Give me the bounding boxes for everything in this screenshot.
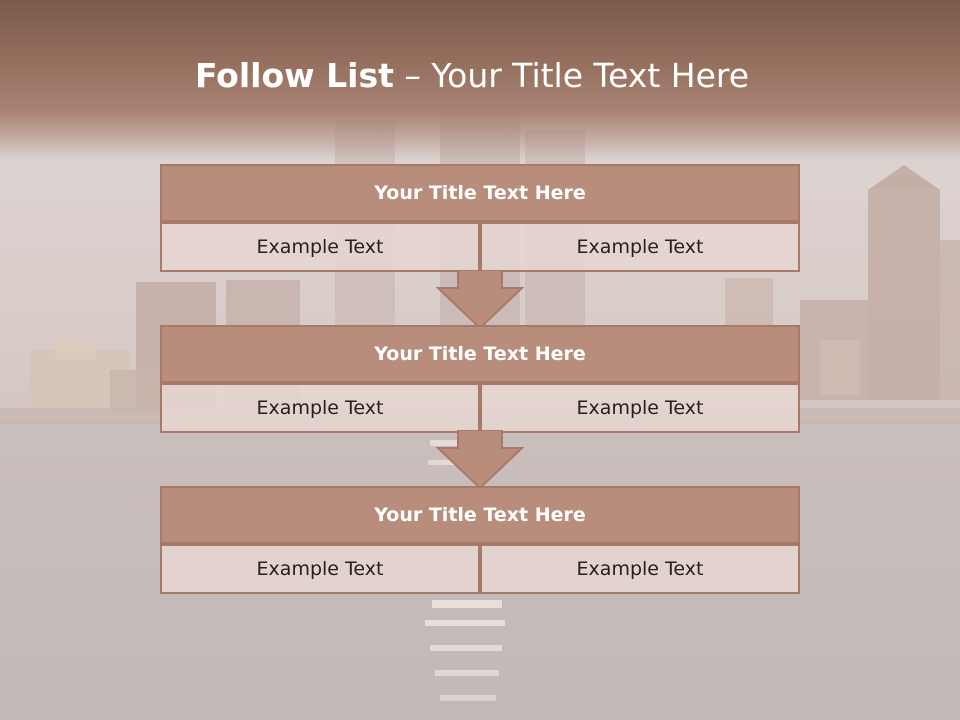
block-cell-right: Example Text	[480, 222, 800, 272]
slide-title-subtitle: Your Title Text Here	[431, 56, 750, 95]
follow-block-1: Your Title Text Here Example Text Exampl…	[160, 164, 800, 272]
block-cell-right: Example Text	[480, 544, 800, 594]
block-cell-left: Example Text	[160, 222, 480, 272]
slide-title: Follow List – Your Title Text Here	[0, 54, 944, 98]
header-band	[0, 0, 960, 160]
slide-title-main: Follow List	[194, 56, 394, 95]
block-cell-right: Example Text	[480, 383, 800, 433]
follow-block-3: Your Title Text Here Example Text Exampl…	[160, 486, 800, 594]
down-arrow-icon	[436, 430, 524, 488]
block-cell-left: Example Text	[160, 383, 480, 433]
follow-block-2: Your Title Text Here Example Text Exampl…	[160, 325, 800, 433]
block-title: Your Title Text Here	[160, 325, 800, 383]
block-title: Your Title Text Here	[160, 164, 800, 222]
slide-title-separator: –	[404, 56, 421, 95]
down-arrow-icon	[436, 270, 524, 328]
block-title: Your Title Text Here	[160, 486, 800, 544]
block-cell-left: Example Text	[160, 544, 480, 594]
